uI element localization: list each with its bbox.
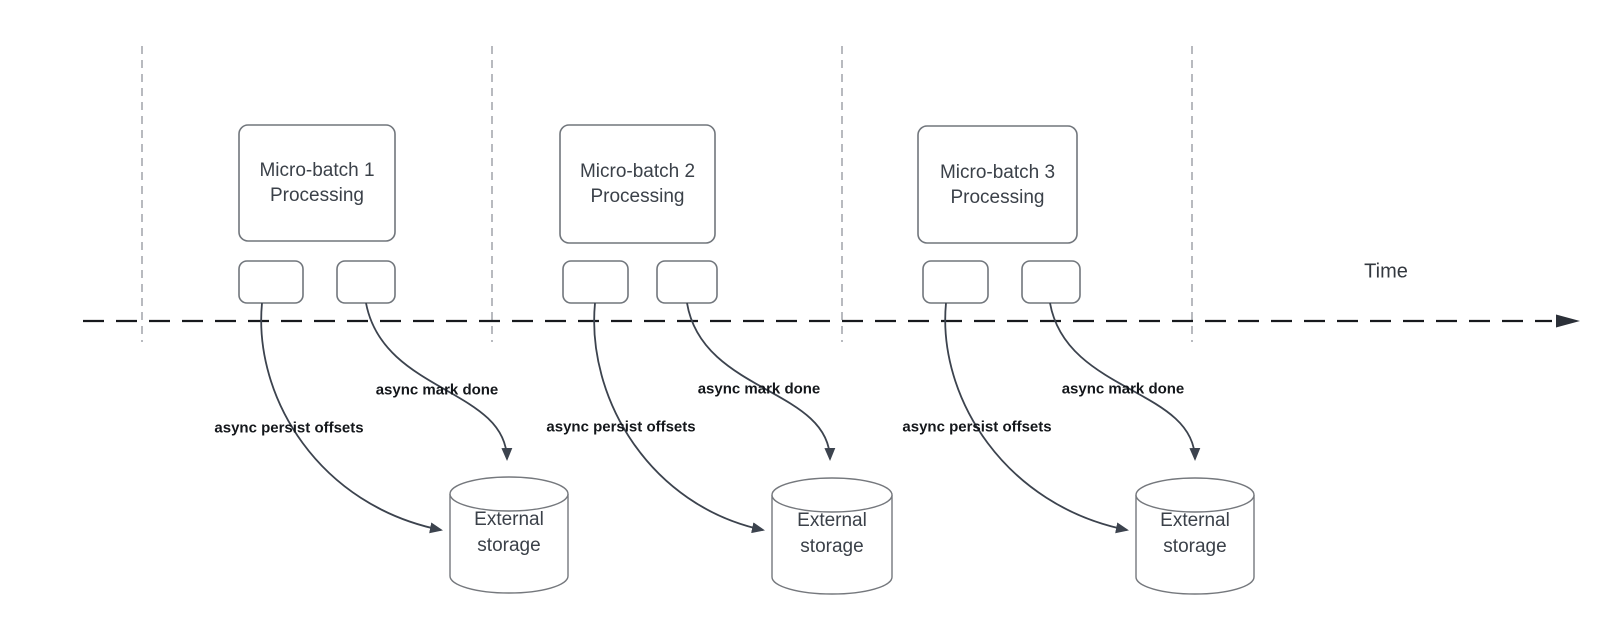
cylinder-top bbox=[771, 477, 893, 513]
micro-batch-3-title: Micro-batch 3 Processing bbox=[939, 161, 1056, 208]
batch-1-shapes bbox=[238, 124, 396, 304]
batch-3-persist-offsets-label: async persist offsets bbox=[902, 418, 1052, 436]
batch-2-mark-done-arrow bbox=[686, 302, 836, 461]
batch-3-mark-done-label: async mark done bbox=[1061, 380, 1185, 398]
batch-3-storage-cylinder bbox=[1135, 477, 1255, 595]
batch-1-mark-done-label: async mark done bbox=[375, 381, 499, 399]
batch-2-persist-offsets-label: async persist offsets bbox=[546, 418, 696, 436]
batch-1-mark-done-arrow bbox=[365, 302, 513, 461]
timeline-axis bbox=[83, 314, 1580, 328]
batch-1-offset-task-box bbox=[238, 260, 304, 304]
batch-2-storage-label: External storage bbox=[797, 510, 867, 557]
micro-batch-1-title: Micro-batch 1 Processing bbox=[259, 160, 375, 206]
batch-3-mark-done-arrow bbox=[1049, 302, 1201, 461]
batch-3-shapes bbox=[917, 125, 1081, 304]
micro-batch-1-box bbox=[238, 124, 396, 242]
micro-batch-3-box bbox=[917, 125, 1078, 244]
batch-1-commit-task-box bbox=[336, 260, 396, 304]
cylinder-body bbox=[449, 494, 569, 594]
batch-3-persist-offsets-arrow bbox=[944, 302, 1129, 534]
batch-1-persist-offsets-arrow bbox=[260, 302, 443, 534]
batch-3-storage-label: External storage bbox=[1160, 510, 1230, 557]
batch-2-storage-cylinder bbox=[771, 477, 893, 595]
batch-1-persist-offsets-label: async persist offsets bbox=[214, 419, 364, 437]
timeline-arrowhead-icon bbox=[1556, 314, 1580, 328]
batch-2-shapes bbox=[559, 124, 718, 304]
batch-1-arrows bbox=[260, 302, 513, 534]
batch-2-arrows bbox=[593, 302, 836, 534]
batch-1-storage-cylinder bbox=[449, 476, 569, 594]
cylinder-body bbox=[771, 495, 893, 595]
cylinder-body bbox=[1135, 495, 1255, 595]
batch-3-arrows bbox=[944, 302, 1201, 534]
batch-2-mark-done-label: async mark done bbox=[697, 380, 821, 398]
micro-batch-2-box bbox=[559, 124, 716, 244]
cylinder-top bbox=[1135, 477, 1255, 513]
micro-batch-2-title: Micro-batch 2 Processing bbox=[579, 161, 696, 207]
batch-2-persist-offsets-arrow bbox=[593, 302, 765, 534]
batch-2-commit-task-box bbox=[656, 260, 718, 304]
batch-3-offset-task-box bbox=[922, 260, 989, 304]
cylinder-top bbox=[449, 476, 569, 512]
batch-3-commit-task-box bbox=[1021, 260, 1081, 304]
batch-1-storage-label: External storage bbox=[474, 509, 544, 556]
time-guides bbox=[141, 46, 1193, 342]
timeline-title: Time bbox=[1364, 260, 1408, 283]
batch-2-offset-task-box bbox=[562, 260, 629, 304]
